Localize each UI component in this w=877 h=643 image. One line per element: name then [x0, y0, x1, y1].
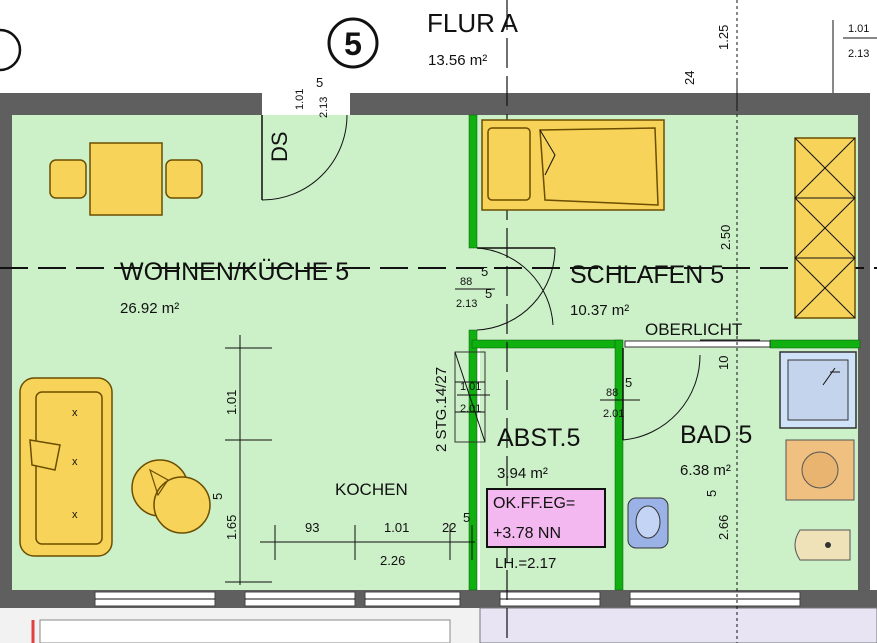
label-stairs: 2 STG.14/27	[433, 367, 450, 452]
dim-kitchen-226: 2.26	[380, 553, 405, 568]
shower	[779, 351, 857, 429]
dim-entry-h: 2.13	[318, 97, 330, 118]
dim-kitchen-93: 93	[305, 520, 319, 535]
label-kochen: KOCHEN	[335, 480, 408, 499]
elevation-line-1: OK.FF.EG=	[493, 495, 575, 512]
washer	[785, 439, 855, 501]
outer-walls	[0, 93, 877, 643]
dim-store-201: 2.01	[460, 403, 481, 415]
svg-text:x: x	[72, 407, 78, 419]
bottom-area	[39, 619, 451, 643]
unit-badge: 5	[327, 17, 379, 69]
dim-top-24: 24	[682, 71, 697, 85]
room-name-storage: ABST.5	[497, 424, 580, 452]
partition-living-lower	[468, 329, 478, 591]
room-area-bath: 6.38 m²	[680, 462, 731, 479]
dimension-lines	[225, 80, 760, 585]
unit-number: 5	[344, 26, 362, 62]
bed	[481, 119, 665, 211]
dim-entry-w: 1.01	[294, 89, 306, 110]
room-name-living: WOHNEN/KÜCHE 5	[120, 258, 349, 286]
dining-chair-right	[165, 159, 203, 199]
dim-bed-door-w-sup: 5	[481, 264, 488, 279]
dim-kitchen-22: 22	[442, 520, 456, 535]
room-area-bedroom: 10.37 m²	[570, 302, 629, 319]
sofa: x x x	[19, 377, 113, 557]
label-clear-height: LH.=2.17	[495, 555, 556, 572]
partition-bedroom-storage	[471, 339, 623, 349]
dim-bed-door-w: 88	[460, 276, 472, 288]
hall-area: 13.56 m²	[428, 52, 487, 69]
dim-bed-door-h: 2.13	[456, 298, 477, 310]
dim-far-right-213: 2.13	[848, 48, 869, 60]
partition-living-bedroom	[468, 114, 478, 249]
dim-bath-266: 2.66	[716, 515, 731, 540]
wardrobe	[794, 137, 856, 319]
dim-bath-door-h: 2.01	[603, 408, 624, 420]
oberlicht-strip	[624, 340, 771, 348]
sink	[627, 497, 669, 549]
storage-floor	[480, 345, 615, 590]
dim-bed-250: 2.50	[718, 225, 733, 250]
dim-kitchen-101: 1.01	[224, 390, 239, 415]
partition-bath-top	[769, 339, 861, 349]
toilet	[794, 529, 851, 561]
bedroom-door[interactable]	[476, 247, 556, 331]
dim-far-right-101: 1.01	[848, 23, 869, 35]
stairs	[454, 351, 486, 443]
wall-top-left	[0, 93, 262, 115]
dim-entry-h-sup: 5	[316, 75, 323, 90]
label-ds: DS	[267, 131, 292, 162]
dim-kitchen-165: 1.65	[224, 515, 239, 540]
dining-table	[89, 142, 163, 216]
svg-text:x: x	[72, 509, 78, 521]
dining-set	[49, 142, 203, 216]
dim-store-101: 1.01	[460, 381, 481, 393]
wall-right	[858, 93, 870, 603]
bath-door[interactable]	[622, 348, 701, 441]
wall-left	[0, 93, 12, 603]
partition-storage-bath	[614, 339, 624, 591]
windows	[94, 591, 801, 607]
dim-bath-door-w-sup: 5	[625, 375, 632, 390]
dim-kitchen-165-sup: 5	[210, 493, 225, 500]
hall-name: FLUR A	[427, 8, 519, 38]
room-name-bedroom: SCHLAFEN 5	[570, 261, 724, 289]
entry-door[interactable]	[261, 114, 348, 201]
dimension-texts: 1.01 2.13 5 1.25 24 1.01 2.13 2.50 88 5 …	[210, 23, 877, 568]
dim-kitchen-101b: 1.01	[384, 520, 409, 535]
dim-bed-door-h-sup: 5	[485, 286, 492, 301]
dim-oberlicht-10: 10	[716, 356, 731, 370]
dim-bath-door-w: 88	[606, 387, 618, 399]
wall-top-right	[350, 93, 868, 115]
room-area-storage: 3.94 m²	[497, 465, 548, 482]
label-oberlicht: OBERLICHT	[645, 320, 742, 339]
svg-text:x: x	[72, 456, 78, 468]
bottom-area-right	[479, 607, 877, 643]
room-name-bath: BAD 5	[680, 421, 752, 449]
dining-chair-left	[49, 159, 87, 199]
elevation-line-2: +3.78 NN	[493, 525, 561, 542]
coffee-tables	[131, 459, 211, 534]
dim-bath-266-sup: 5	[704, 490, 719, 497]
elevation-box	[486, 488, 606, 548]
dim-top-125: 1.25	[716, 25, 731, 50]
partitions	[468, 114, 861, 591]
room-area-living: 26.92 m²	[120, 300, 179, 317]
dim-kitchen-22-sup: 5	[463, 510, 470, 525]
